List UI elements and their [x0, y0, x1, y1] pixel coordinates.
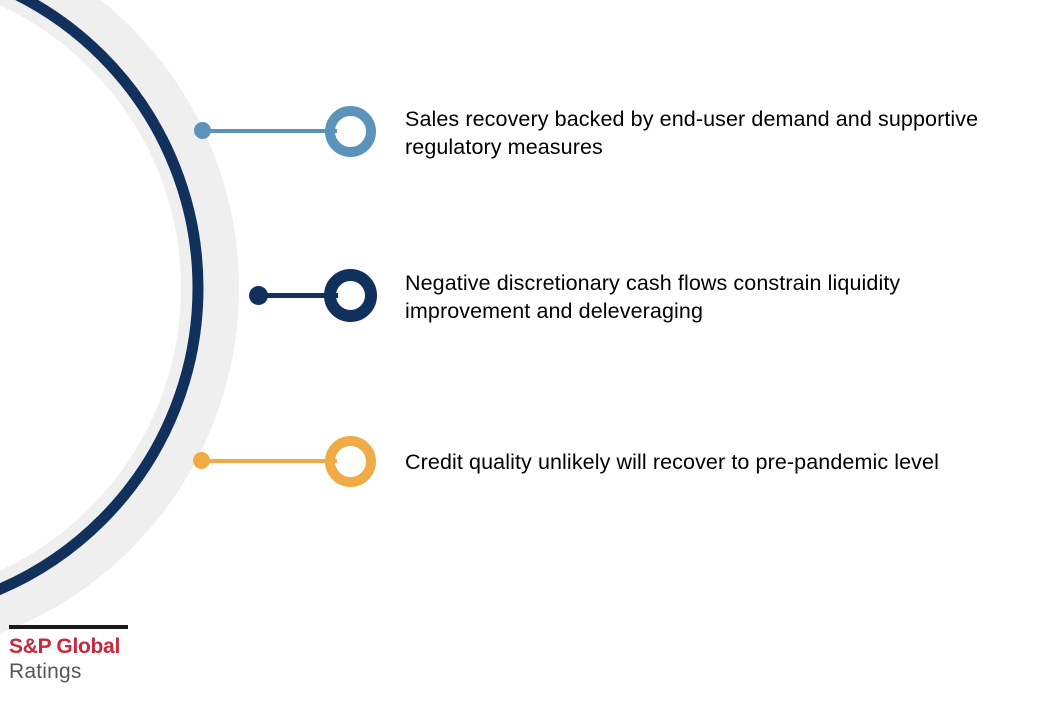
ring-marker-icon	[325, 436, 376, 487]
connector-line	[204, 459, 337, 463]
callout-text-sales-recovery: Sales recovery backed by end-user demand…	[405, 107, 979, 159]
logo-primary-text: S&P Global	[9, 635, 120, 658]
anchor-dot-icon	[193, 452, 210, 469]
sp-global-ratings-logo: S&P Global Ratings	[9, 625, 199, 685]
ring-marker-icon	[324, 269, 377, 322]
ring-marker-icon	[325, 106, 376, 157]
navy-arc-line	[0, 0, 204, 596]
connector-line	[260, 293, 338, 298]
logo-rule	[9, 625, 128, 629]
callout-text-credit-quality: Credit quality unlikely will recover to …	[405, 450, 939, 474]
anchor-dot-icon	[249, 286, 268, 305]
light-gray-arc-band-circle	[0, 0, 239, 634]
anchor-dot-icon	[194, 122, 211, 139]
logo-secondary-text: Ratings	[9, 660, 82, 683]
callout-text-negative-cash-flows: Negative discretionary cash flows constr…	[405, 271, 901, 323]
connector-line	[205, 128, 337, 133]
